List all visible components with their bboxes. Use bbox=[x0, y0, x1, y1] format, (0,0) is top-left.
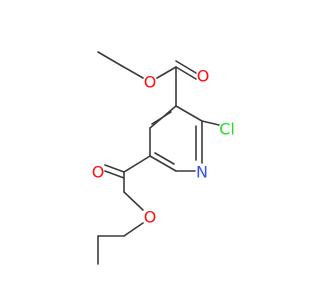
bond-ring-c5-c6-inner bbox=[154, 152, 175, 165]
atom-o-ester-lower: O bbox=[144, 208, 157, 227]
bond-ring-c3-c2 bbox=[175, 105, 203, 122]
bond-lower-o bbox=[123, 191, 144, 211]
bond-ring-c5-c6 bbox=[149, 155, 177, 172]
bond-ring-c4-c4-inner bbox=[151, 111, 172, 125]
bond-c2-cl bbox=[201, 120, 220, 126]
atom-chlorine: Cl bbox=[219, 120, 235, 139]
atom-nitrogen: N bbox=[196, 163, 208, 182]
bond-lines bbox=[97, 51, 220, 265]
bond-ring-to-lower bbox=[123, 155, 151, 173]
atom-labels: O O Cl O N O bbox=[92, 67, 235, 227]
bond-carbonyl-upper-b bbox=[175, 60, 197, 74]
bond-ester-upper-oc bbox=[156, 66, 177, 79]
atom-o-carbonyl-lower: O bbox=[92, 163, 105, 182]
bond-carbonyl-lower-b bbox=[104, 170, 125, 179]
bond-carbonyl-lower-a bbox=[104, 164, 125, 173]
bond-ethyl-upper-co bbox=[121, 65, 144, 79]
bond-ester-lower-oc bbox=[123, 222, 144, 237]
bond-carbonyl-upper-a bbox=[175, 66, 197, 80]
atom-o-carbonyl-upper: O bbox=[197, 67, 210, 86]
bond-ethyl-upper-cc bbox=[97, 51, 123, 67]
atom-o-ester-upper: O bbox=[144, 73, 157, 92]
chemical-structure-diagram: O O Cl O N O bbox=[92, 51, 235, 265]
